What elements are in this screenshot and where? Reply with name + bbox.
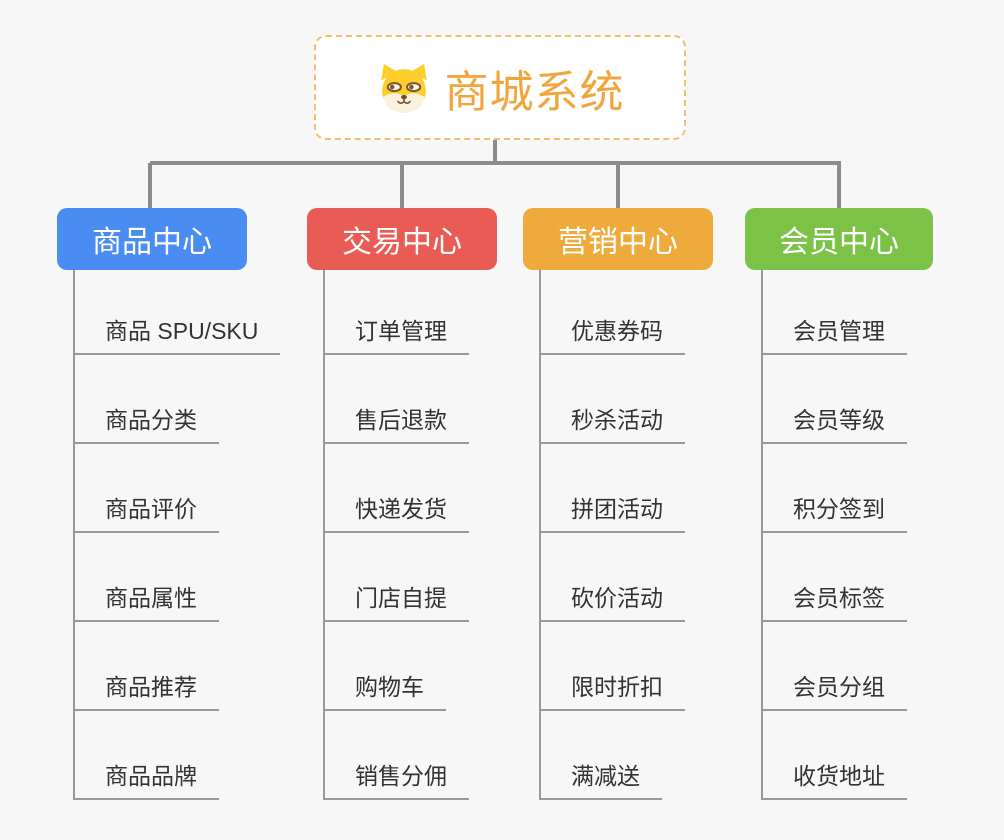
subtopic-group-buy[interactable]: 拼团活动 (539, 444, 685, 533)
root-title: 商城系统 (444, 67, 625, 117)
subtopic-store-pickup[interactable]: 门店自提 (323, 533, 469, 622)
subtopic-shipping-address[interactable]: 收货地址 (761, 711, 907, 800)
subtopic-product-recommend[interactable]: 商品推荐 (73, 622, 219, 711)
subtopic-product-attribute[interactable]: 商品属性 (73, 533, 219, 622)
subtopic-flash-sale[interactable]: 秒杀活动 (539, 355, 685, 444)
branch-node-member-center[interactable]: 会员中心 (745, 208, 933, 270)
branch-node-product-center[interactable]: 商品中心 (57, 208, 247, 270)
drop-connector-trade (400, 163, 404, 209)
branch-line-member (761, 270, 763, 800)
subtopic-after-sales-refund[interactable]: 售后退款 (323, 355, 469, 444)
root-stem-connector (493, 139, 497, 165)
drop-connector-member (837, 163, 841, 209)
branch-line-product (73, 270, 75, 800)
subtopic-product-spu-sku[interactable]: 商品 SPU/SKU (73, 270, 281, 355)
branch-column-product: 商品 SPU/SKU 商品分类 商品评价 商品属性 商品推荐 商品品牌 (73, 270, 281, 800)
subtopic-product-brand[interactable]: 商品品牌 (73, 711, 219, 800)
branch-node-marketing-center[interactable]: 营销中心 (523, 208, 713, 270)
branch-column-trade: 订单管理 售后退款 快递发货 门店自提 购物车 销售分佣 (323, 270, 469, 800)
subtopic-limited-time-discount[interactable]: 限时折扣 (539, 622, 685, 711)
branch-column-marketing: 优惠券码 秒杀活动 拼团活动 砍价活动 限时折扣 满减送 (539, 270, 685, 800)
subtopic-member-level[interactable]: 会员等级 (761, 355, 907, 444)
subtopic-member-group[interactable]: 会员分组 (761, 622, 907, 711)
subtopic-express-delivery[interactable]: 快递发货 (323, 444, 469, 533)
subtopic-member-tag[interactable]: 会员标签 (761, 533, 907, 622)
branch-line-marketing (539, 270, 541, 800)
branch-node-trade-center[interactable]: 交易中心 (307, 208, 497, 270)
subtopic-full-reduction[interactable]: 满减送 (539, 711, 662, 800)
subtopic-shopping-cart[interactable]: 购物车 (323, 622, 446, 711)
branch-line-trade (323, 270, 325, 800)
subtopic-product-category[interactable]: 商品分类 (73, 355, 219, 444)
subtopic-member-management[interactable]: 会员管理 (761, 270, 907, 355)
root-node[interactable]: 商城系统 (314, 35, 686, 140)
subtopic-points-checkin[interactable]: 积分签到 (761, 444, 907, 533)
subtopic-sales-commission[interactable]: 销售分佣 (323, 711, 469, 800)
subtopic-product-review[interactable]: 商品评价 (73, 444, 219, 533)
drop-connector-product (148, 163, 152, 209)
shiba-dog-icon (380, 63, 427, 113)
drop-connector-marketing (616, 163, 620, 209)
subtopic-coupon-code[interactable]: 优惠券码 (539, 270, 685, 355)
subtopic-bargain-activity[interactable]: 砍价活动 (539, 533, 685, 622)
subtopic-order-management[interactable]: 订单管理 (323, 270, 469, 355)
branch-column-member: 会员管理 会员等级 积分签到 会员标签 会员分组 收货地址 (761, 270, 907, 800)
branch-bus-connector (150, 161, 841, 165)
